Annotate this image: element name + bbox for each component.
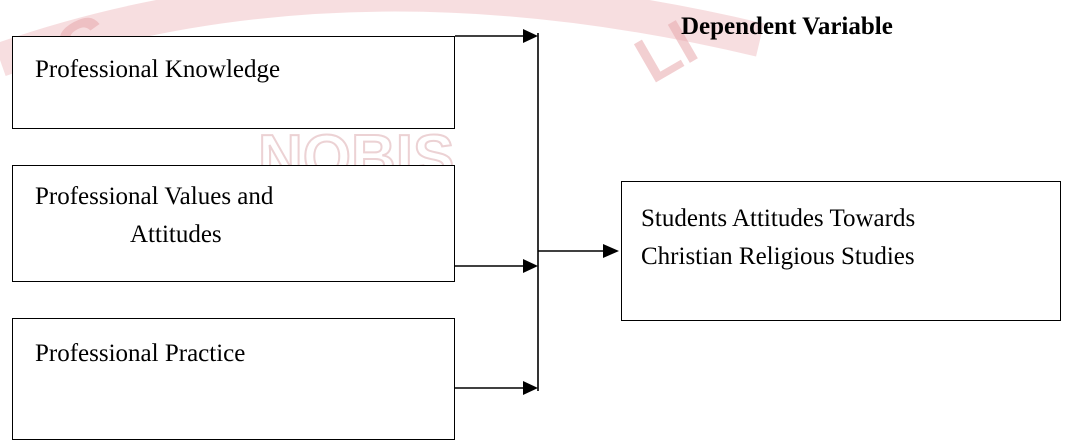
independent-variable-box-professional-practice: Professional Practice: [12, 318, 455, 440]
arrowhead-1: [523, 29, 538, 43]
box-label-line1: Professional Values and: [35, 183, 274, 210]
independent-variable-box-professional-knowledge: Professional Knowledge: [12, 36, 455, 129]
box-label: Professional Practice: [35, 340, 246, 367]
arrowhead-3: [523, 381, 538, 395]
box-label-line1: Students Attitudes Towards: [641, 205, 916, 232]
box-label-line2: Christian Religious Studies: [641, 243, 915, 270]
box-label: Professional Knowledge: [35, 56, 281, 83]
box-label-line2: Attitudes: [130, 221, 222, 248]
arrowhead-2: [523, 259, 538, 273]
independent-variable-box-professional-values: Professional Values and Attitudes: [12, 165, 455, 282]
dependent-variable-box: Students Attitudes Towards Christian Rel…: [621, 181, 1061, 321]
arrowhead-to-dependent: [603, 244, 619, 258]
dependent-variable-heading: Dependent Variable: [681, 13, 893, 40]
watermark-arc: [0, 0, 764, 77]
